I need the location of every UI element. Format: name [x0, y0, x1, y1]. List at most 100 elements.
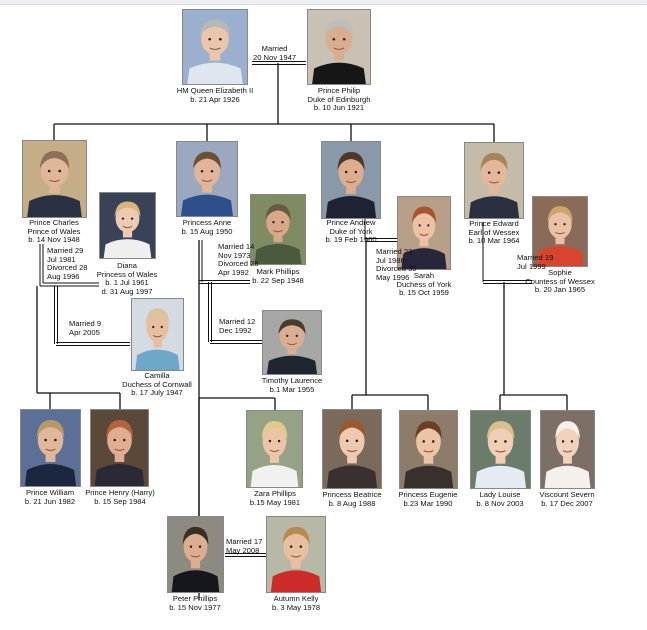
caption-line: b.23 Mar 1990 [403, 498, 453, 508]
portrait-image [100, 193, 155, 258]
marriage-line-text: Divorced 30 [376, 264, 417, 274]
marriage-line-text: 20 Nov 1947 [253, 52, 297, 62]
portrait-severn [540, 410, 595, 489]
caption-line: Peter Phillips [172, 594, 218, 603]
caption-line: b. 22 Sep 1948 [252, 275, 304, 285]
portrait-philip [307, 9, 371, 85]
portrait-sarah [397, 196, 451, 270]
caption-line: b. 10 Mar 1964 [468, 236, 520, 246]
portrait-markp [250, 194, 306, 265]
caption-line: Prince Philip [317, 86, 361, 95]
portrait-diana [99, 192, 156, 259]
caption-line: Duke of Edinburgh [307, 94, 371, 104]
portrait-image [533, 197, 587, 266]
portrait-beatrice [322, 409, 382, 489]
caption-line: Princess of Wales [96, 269, 158, 279]
marriage-line-text: Divorced 28 [218, 259, 259, 269]
marriage-line-text: May 1996 [376, 272, 410, 282]
portrait-image [21, 410, 80, 486]
caption-line: Zara Phillips [254, 489, 296, 498]
portrait-image [251, 195, 305, 264]
portrait-anne [176, 141, 238, 217]
caption-line: b. 15 Oct 1959 [399, 288, 449, 298]
caption-line: b. 15 Nov 1977 [169, 602, 221, 612]
marriage-line-text: Jul 1999 [517, 261, 546, 271]
caption-line: Earl of Wessex [468, 227, 520, 237]
portrait-autumn [266, 516, 326, 593]
portrait-peter [167, 516, 224, 593]
caption-line: Princess Beatrice [322, 490, 382, 499]
caption-line: b. 14 Nov 1948 [28, 235, 80, 245]
marriage-line-text: Apr 1992 [218, 267, 249, 277]
marriage-line-text: Married 23 [376, 247, 413, 256]
portrait-edward [464, 142, 524, 219]
caption-line: b. 8 Nov 2003 [476, 498, 524, 508]
marriage-line-text: Jul 1986 [376, 255, 405, 265]
caption-line: b. 3 May 1978 [271, 602, 321, 612]
marriage-line-text: Apr 2005 [69, 327, 100, 337]
caption-line: b. 21 Apr 1926 [190, 94, 240, 104]
portrait-image [308, 10, 370, 84]
portrait-image [398, 197, 450, 269]
portrait-andrew [321, 141, 381, 219]
caption-line: Princess Eugenie [398, 490, 458, 499]
marriage-line-text: Dec 1992 [219, 325, 252, 335]
caption-line: Prince Henry (Harry) [85, 488, 155, 497]
caption-line: Prince Andrew [326, 218, 376, 227]
caption-line: Prince William [25, 488, 75, 497]
portrait-image [132, 299, 183, 370]
portrait-image [471, 411, 530, 488]
portrait-timothy [262, 310, 322, 375]
caption-line: Sarah [413, 271, 435, 280]
caption-line: Lady Louise [479, 490, 521, 499]
caption-line: b. 21 Jun 1982 [24, 496, 76, 506]
marriage-line-text: May 2008 [226, 545, 260, 555]
portrait-image [177, 142, 237, 216]
caption-line: b. 15 Aug 1950 [181, 226, 233, 236]
caption-line: Countess of Wessex [525, 276, 595, 286]
caption-line: Diana [117, 261, 137, 270]
caption-line: Duke of York [329, 226, 373, 236]
caption-line: b. 8 Aug 1988 [328, 498, 376, 508]
portrait-louise [470, 410, 531, 489]
marriage-line-text: Married 14 [218, 242, 255, 251]
portrait-zara [246, 410, 303, 488]
portrait-image [400, 411, 457, 488]
caption-line: Prince Charles [29, 218, 79, 227]
marriage-line-text: Married 19 [517, 253, 554, 262]
portrait-eugenie [399, 410, 458, 489]
marriage-line-text: Married [261, 44, 288, 53]
caption-line: d. 31 Aug 1997 [101, 286, 153, 296]
marriage-line-text: Married 29 [47, 246, 84, 255]
caption-line: b. 17 Dec 2007 [541, 498, 593, 508]
portrait-image [183, 10, 247, 84]
marriage-line-text: Jul 1981 [47, 254, 76, 264]
caption-line: Mark Phillips [256, 267, 300, 276]
portrait-image [23, 141, 86, 217]
portrait-charles [22, 140, 87, 218]
caption-line: Timothy Laurence [261, 376, 323, 385]
